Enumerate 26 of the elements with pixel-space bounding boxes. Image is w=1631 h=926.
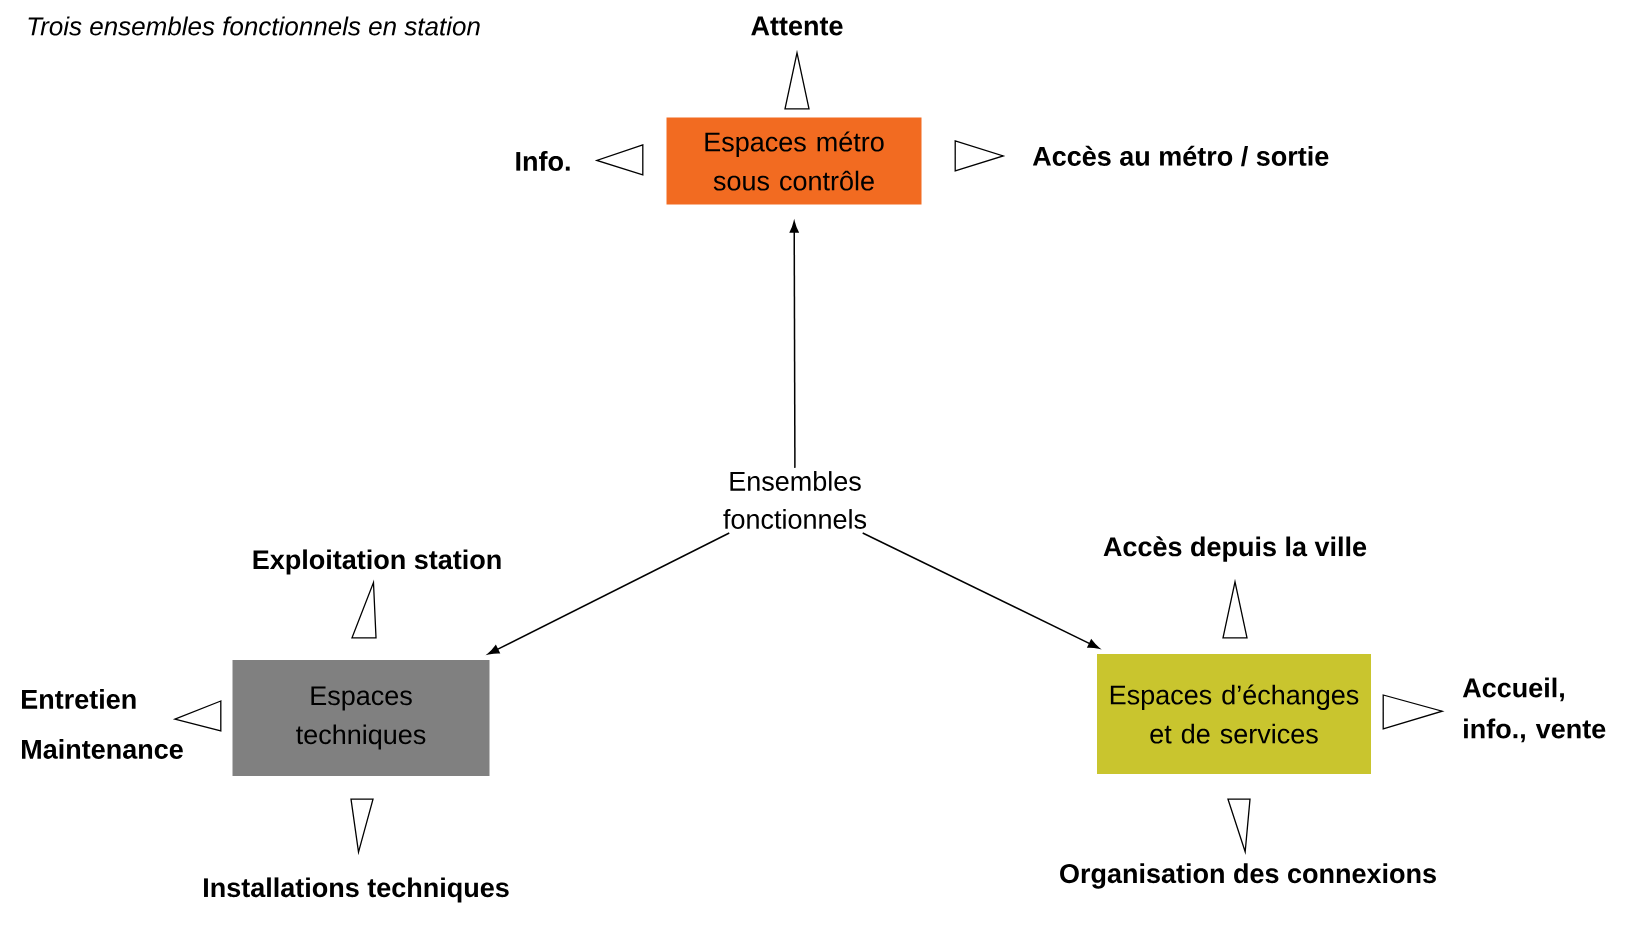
arrow: [861, 532, 1100, 649]
arrow: [487, 532, 730, 655]
outcome-label: Attente: [751, 16, 843, 36]
outcome-label: Accueil, info., vente: [1462, 677, 1606, 743]
triangle-arrow: [954, 140, 1006, 172]
outcome-label: Installations techniques: [204, 877, 509, 903]
title: Trois ensembles fonctionnels en station: [28, 16, 480, 36]
triangle-arrow: [351, 579, 377, 639]
triangle-arrow: [594, 144, 644, 176]
outcome-label: Info.: [516, 151, 570, 171]
triangle-arrow: [1222, 578, 1248, 639]
process-box: Espaces métro sous contrôle: [666, 117, 922, 205]
triangle-arrow: [350, 798, 374, 856]
outcome-label: Accès depuis la ville: [1103, 536, 1367, 562]
outcome-label: Exploitation station: [253, 549, 501, 575]
outcome-label: Accès au métro / sortie: [1032, 145, 1329, 167]
central-label: Ensembles fonctionnels: [723, 471, 867, 529]
triangle-arrow: [1227, 798, 1251, 855]
process-box: Espaces d’échanges et de services: [1097, 654, 1371, 774]
outcome-label: Entretien Maintenance: [22, 689, 183, 759]
triangle-arrow: [784, 49, 810, 110]
triangle-arrow: [172, 700, 222, 732]
arrow: [789, 221, 799, 469]
outcome-label: Organisation des connexions: [1060, 863, 1436, 889]
triangle-arrow: [1382, 694, 1445, 730]
process-box: Espaces techniques: [232, 660, 490, 776]
